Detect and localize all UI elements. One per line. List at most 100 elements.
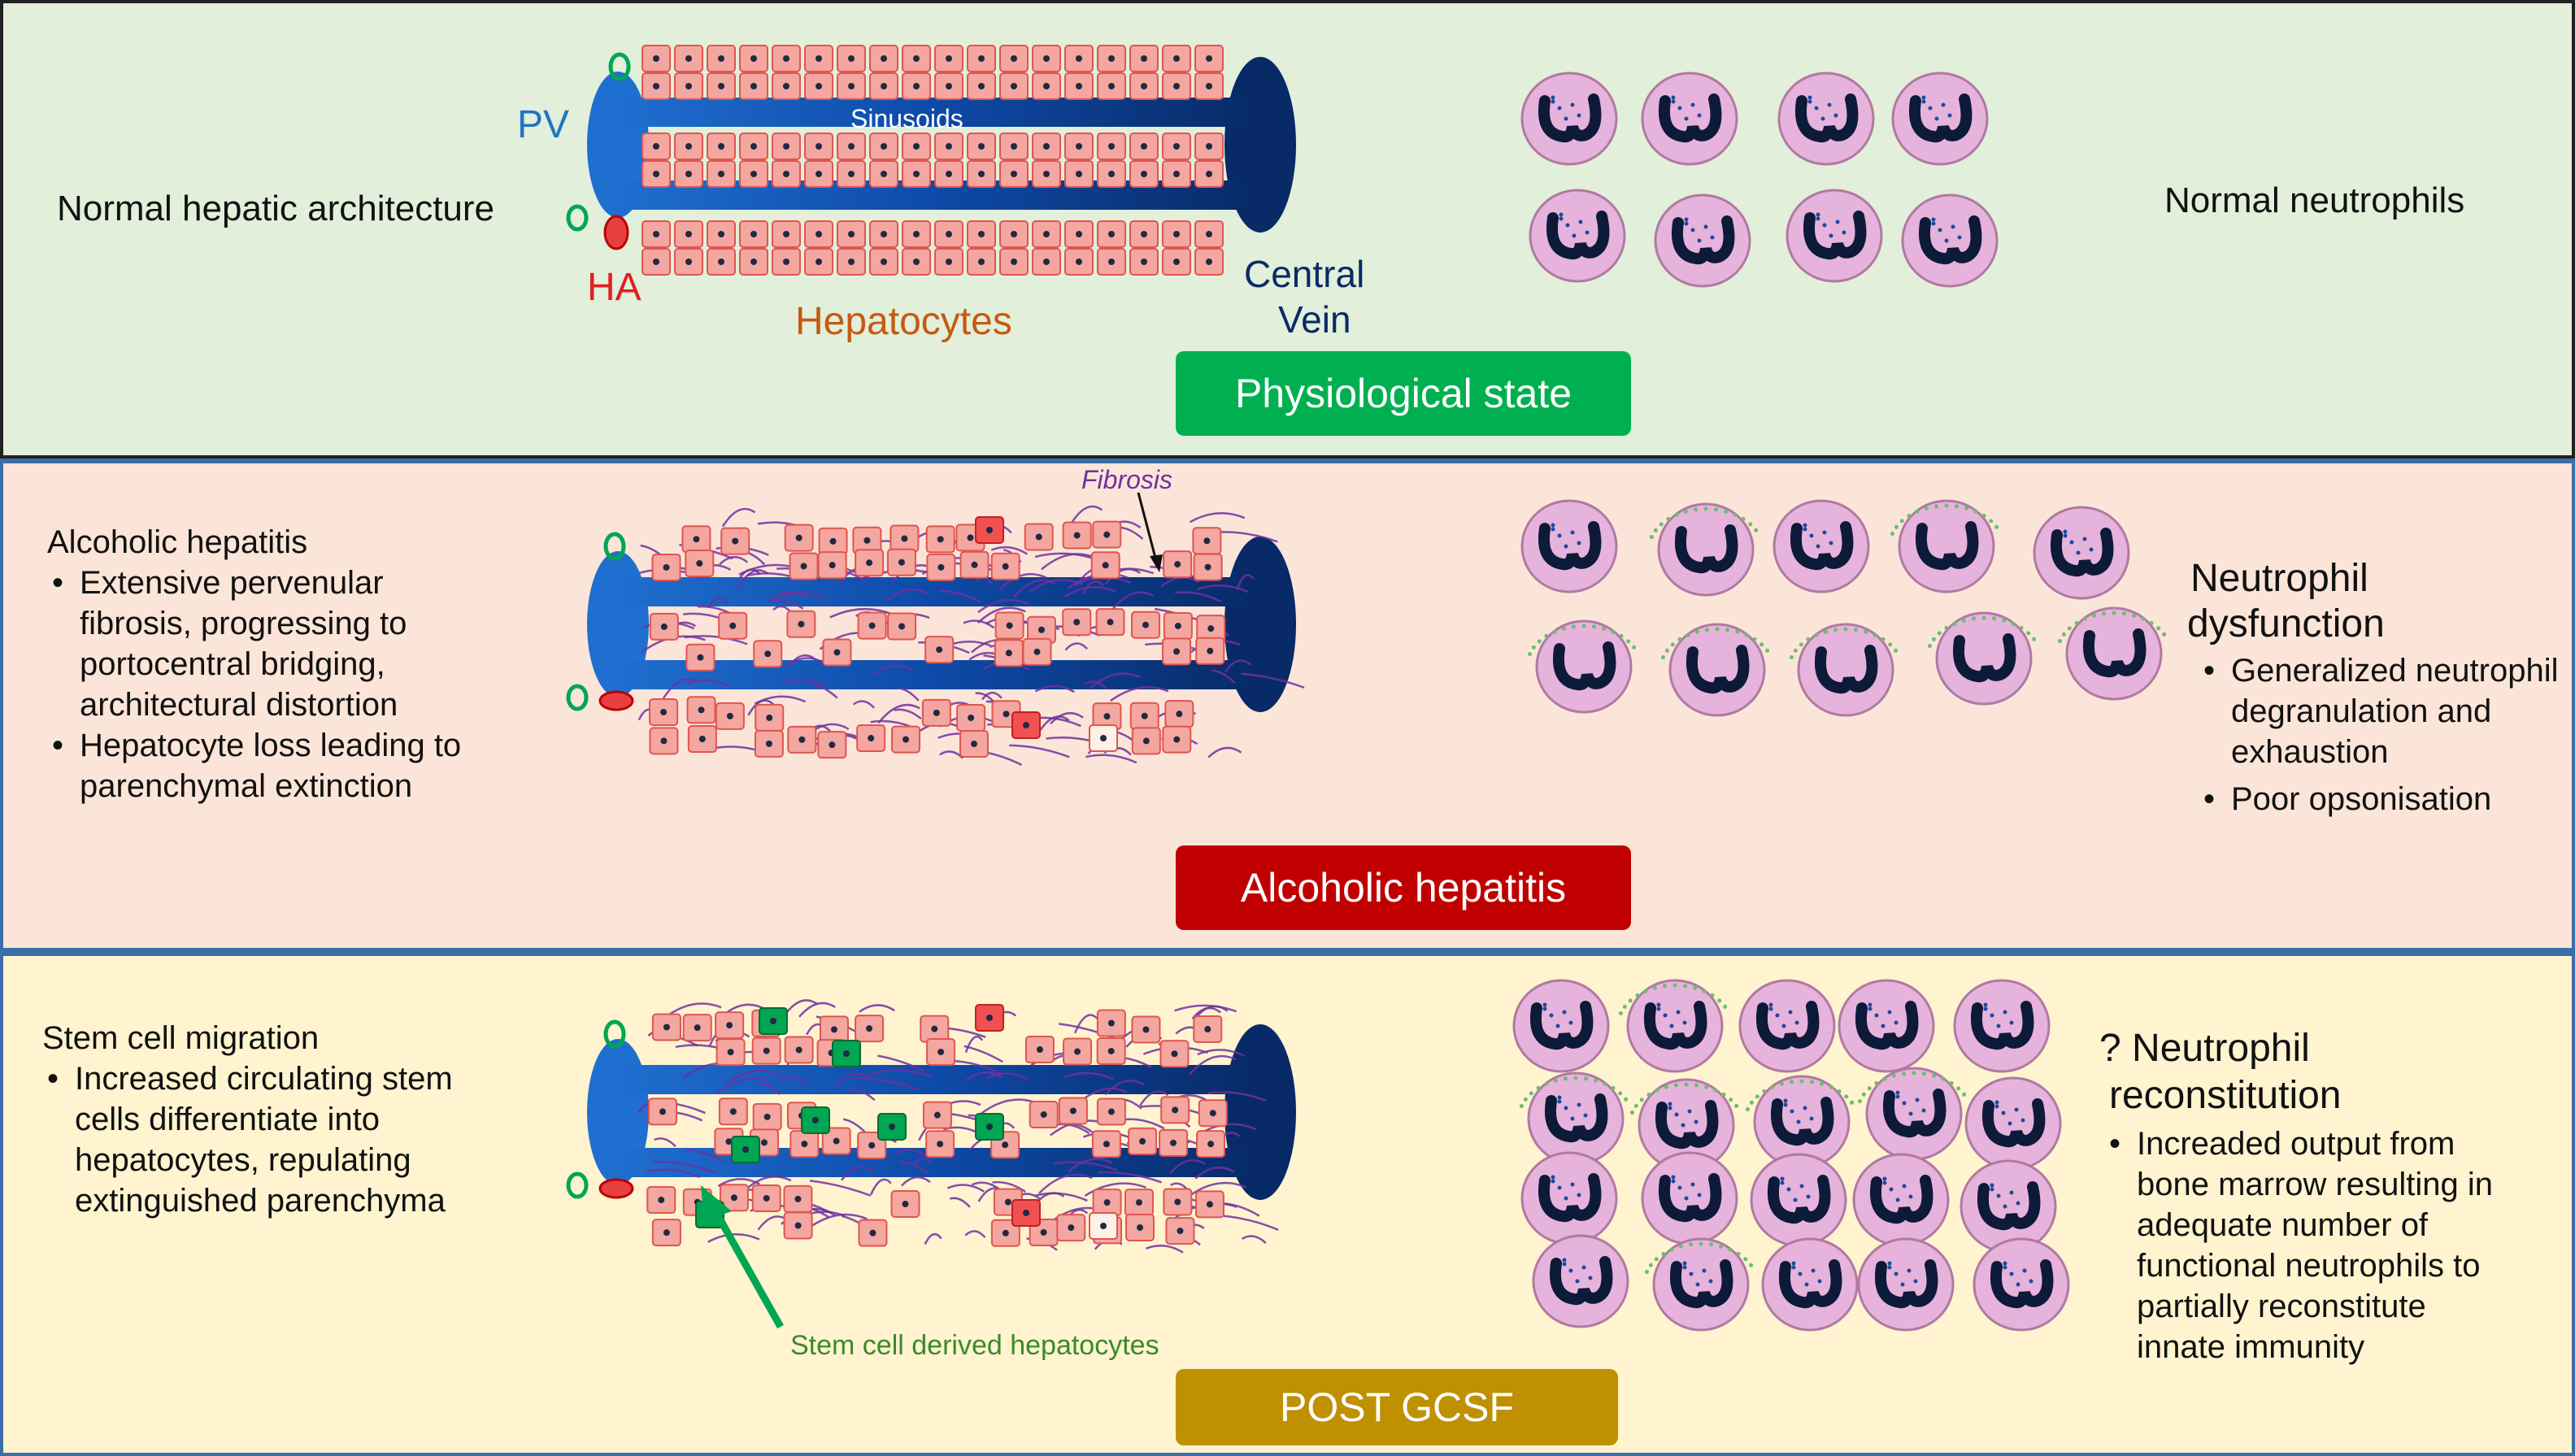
fibrosis-strand [1084, 1182, 1147, 1197]
granule [1990, 1183, 1994, 1188]
hepatocyte-nucleus [801, 1141, 808, 1148]
fibrosis-strand [1122, 1118, 1165, 1130]
granule [1868, 1006, 1873, 1011]
released-granule [1699, 1241, 1703, 1246]
fibrosis-strand [840, 1166, 875, 1181]
fibrosis-strand [646, 1168, 700, 1179]
hepatocyte-nucleus [783, 55, 789, 62]
released-granule [1902, 1071, 1907, 1076]
granule [1578, 219, 1583, 224]
neutrophil-nucleus [1659, 93, 1722, 143]
released-granule [1736, 1251, 1741, 1256]
released-granule [2019, 625, 2024, 630]
released-granule [1867, 1086, 1872, 1091]
nd-bullet-1: Generalized neutrophil degranulation and… [2199, 650, 2558, 772]
granule [1921, 95, 1926, 100]
hepatocyte-nucleus [898, 558, 905, 566]
fibrosis-strand [899, 1160, 929, 1175]
hepatocyte-nucleus [685, 55, 692, 62]
neutrophil [1857, 1067, 1967, 1161]
released-granule [1721, 1092, 1726, 1097]
granule [1684, 116, 1689, 121]
fibrosis-strand [798, 1002, 836, 1018]
hepatocyte-nucleus [663, 1229, 670, 1237]
fibrosis-strand [811, 1213, 868, 1227]
released-granule [1702, 989, 1707, 993]
hepatocyte-nucleus [1174, 1198, 1181, 1206]
neutrophil [1761, 1237, 1859, 1332]
neutrophil [1512, 979, 1610, 1073]
released-granule [1954, 504, 1959, 509]
released-granule [2082, 616, 2087, 621]
granule [1835, 219, 1840, 224]
released-granule [1669, 1247, 1674, 1252]
fibrosis-strand [784, 678, 827, 688]
fibrosis-strand [977, 598, 1029, 614]
granule [1895, 1197, 1900, 1202]
released-granule [1991, 616, 1996, 621]
neutrophil-nucleus [1919, 215, 1982, 265]
released-granule [1603, 1081, 1607, 1086]
hepatocyte-nucleus [913, 143, 920, 150]
pv-label: PV [517, 103, 570, 146]
granule [1551, 99, 1555, 104]
released-granule [1952, 621, 1957, 626]
granule [1551, 523, 1555, 528]
hepatocyte-nucleus [829, 741, 836, 749]
fibrosis-strand [1111, 591, 1155, 611]
released-granule [1743, 1257, 1748, 1262]
released-granule [1799, 1079, 1804, 1084]
granule [1887, 1265, 1892, 1270]
granule [1809, 1116, 1814, 1121]
fibrosis-strand [1034, 552, 1099, 562]
neutrophil [1520, 499, 1618, 593]
neutrophil-nucleus [1553, 641, 1616, 691]
neutrophil-nucleus [1655, 1100, 1719, 1150]
granule [2089, 547, 2094, 552]
granule [1833, 113, 1838, 118]
hepatocyte-nucleus [848, 259, 855, 265]
fibrosis-strand [900, 1176, 931, 1187]
ha-label: HA [587, 266, 642, 309]
neutrophil-cell [1512, 979, 1610, 1073]
released-granule [1704, 1084, 1709, 1089]
released-granule [2141, 616, 2146, 621]
neutrophil [2057, 606, 2167, 701]
hepatocyte-nucleus [693, 536, 700, 543]
fibrosis-strand [1224, 1215, 1279, 1231]
fibrosis-strand [707, 598, 729, 609]
hepatocyte-nucleus [913, 55, 920, 62]
released-granule [1544, 633, 1549, 638]
bile-duct [603, 1019, 626, 1049]
hepatocyte-nucleus [816, 231, 822, 237]
granule [1682, 1265, 1687, 1270]
released-granule [1618, 1091, 1623, 1096]
stem-cell-arrow [701, 1185, 784, 1329]
released-granule [1741, 516, 1746, 521]
neutrophil-nucleus [1779, 1259, 1842, 1309]
fibrosis-label: Fibrosis [1081, 465, 1173, 494]
fibrosis-strand [1029, 579, 1083, 593]
hepatocyte-nucleus [1173, 231, 1180, 237]
released-granule [1949, 1080, 1954, 1085]
released-granule [1806, 637, 1811, 641]
hepatocyte-nucleus [901, 535, 908, 542]
hepatocyte-nucleus [946, 143, 952, 150]
granule [1682, 1020, 1687, 1025]
hepatocyte-nucleus [1043, 143, 1050, 150]
hepatocyte-nucleus [978, 83, 985, 89]
released-granule [1633, 1103, 1638, 1108]
neutrophil-reconstitution-title-2: reconstitution [2109, 1074, 2342, 1117]
hepatocyte-nucleus [750, 55, 757, 62]
released-granule [1594, 1078, 1599, 1083]
neutrophil-cell [1935, 611, 2033, 706]
hepatocyte-nucleus [1108, 259, 1115, 265]
neutrophil-cell [1520, 499, 1618, 593]
granule [1671, 1175, 1676, 1180]
hepatocyte-nucleus [1068, 1224, 1075, 1232]
granule [1816, 216, 1820, 221]
hepatocyte-nucleus [795, 1046, 803, 1054]
hepatocyte-nucleus [718, 143, 724, 150]
fibrosis-strand [895, 1149, 927, 1158]
granule [1570, 1182, 1575, 1187]
